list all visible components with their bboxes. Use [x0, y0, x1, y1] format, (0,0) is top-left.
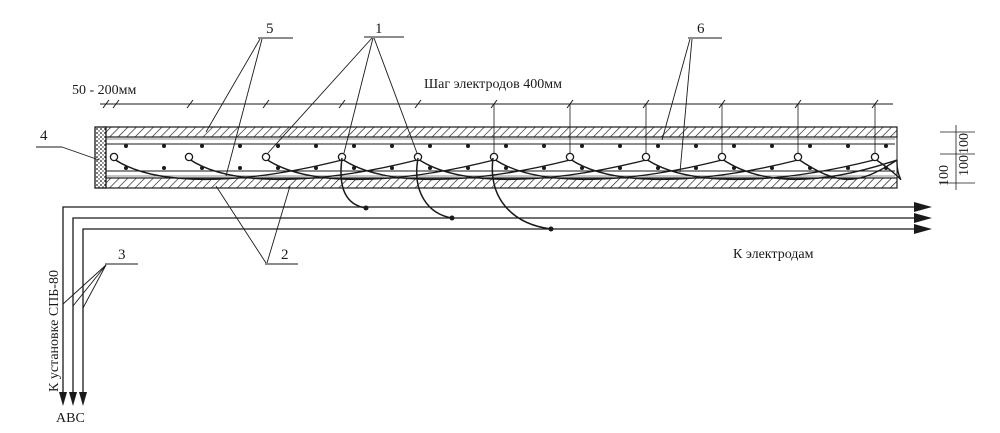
rebar-dot: [542, 166, 546, 170]
callout-4-number: 4: [40, 128, 48, 144]
rebar-dot: [656, 144, 660, 148]
electrode-loop: [874, 158, 902, 181]
electrode-loop: [797, 158, 898, 180]
callout-6-leaders: [661, 38, 693, 173]
rebar-dot: [694, 144, 698, 148]
dimension-label-2: 100: [957, 155, 972, 176]
electrode-heads: [109, 152, 880, 162]
wire-arrowheads-right: [914, 202, 932, 234]
feed-wires: [62, 206, 920, 395]
rebar-dot: [162, 166, 166, 170]
rebar-dot: [846, 144, 850, 148]
electrode-loop: [645, 158, 875, 181]
rebar-dot: [884, 144, 888, 148]
electrode-head: [565, 152, 575, 162]
dimension-tick: [262, 99, 270, 109]
dimension-label-3: 100: [937, 165, 952, 186]
rebar-dot: [504, 144, 508, 148]
electrode-head: [717, 152, 727, 162]
electrode-head: [641, 152, 651, 162]
rebar-dot: [314, 166, 318, 170]
electrode-leader-lines: [493, 104, 876, 153]
vertical-dimension: [940, 125, 975, 190]
rebar-dot: [238, 166, 242, 170]
rebar-dot: [314, 144, 318, 148]
callout-1-leaders: [267, 37, 418, 154]
rebar-dot: [390, 144, 394, 148]
rebar-dot: [352, 166, 356, 170]
electrode-loop: [341, 158, 571, 181]
rebar-dot: [542, 144, 546, 148]
rebar-dot: [428, 144, 432, 148]
electrode-loops: [113, 158, 902, 181]
rebar-dot: [390, 166, 394, 170]
electrode-loop: [265, 158, 495, 181]
callout-5-leaders: [205, 38, 263, 177]
callout-4-leader: [61, 146, 100, 161]
rebar-dot: [466, 144, 470, 148]
rebar-dots: [124, 144, 888, 170]
rebar-dot: [124, 144, 128, 148]
rebar-dot: [504, 166, 508, 170]
rebar-dot: [276, 144, 280, 148]
electrode-loop: [188, 158, 418, 181]
rebar-dot: [580, 144, 584, 148]
rebar-dot: [238, 144, 242, 148]
dimension-tick: [338, 99, 346, 109]
rebar-dot: [124, 166, 128, 170]
electrode-loop: [493, 158, 723, 181]
callout-1-number: 1: [375, 21, 383, 37]
electrode-head: [261, 152, 271, 162]
callout-3-number: 3: [118, 247, 126, 263]
rebar-dot: [466, 166, 470, 170]
rebar-dot: [580, 166, 584, 170]
callout-5-number: 5: [266, 21, 274, 37]
formwork-top: [104, 126, 898, 138]
electrode-head: [184, 152, 194, 162]
rebar-dot: [618, 144, 622, 148]
electrode-head: [870, 152, 880, 162]
callout-6-number: 6: [697, 21, 705, 37]
dimension-tick: [112, 99, 120, 109]
rebar-dot: [770, 144, 774, 148]
wire-arrowheads-down: [59, 392, 87, 406]
electrode-loop: [113, 158, 343, 181]
electrode-head: [489, 152, 499, 162]
rebar-dot: [846, 166, 850, 170]
to-installation-label: К установке СПБ-80: [47, 270, 62, 392]
electrode-head: [793, 152, 803, 162]
rebar-dot: [352, 144, 356, 148]
electrode-loop: [417, 158, 647, 181]
rebar-dot: [808, 144, 812, 148]
rebar-dot: [694, 166, 698, 170]
rebar-dot: [200, 144, 204, 148]
rebar-dot: [618, 166, 622, 170]
rebar-dot: [770, 166, 774, 170]
rebar-dot: [656, 166, 660, 170]
dimension-label-1: 100: [957, 133, 972, 154]
rebar-dot: [428, 166, 432, 170]
callout-3-leaders: [62, 264, 107, 309]
dimension-tick: [186, 99, 194, 109]
electrode-loop: [721, 158, 898, 181]
electrode-head: [109, 152, 119, 162]
rebar-dot: [732, 144, 736, 148]
electrode-step-label: Шаг электродов 400мм: [424, 77, 562, 92]
phases-label: АВС: [56, 411, 85, 426]
rebar-dot: [276, 166, 280, 170]
formwork-end-insulation: [94, 126, 107, 189]
dimension-tick: [102, 99, 110, 109]
callout-2-number: 2: [281, 247, 289, 263]
to-electrodes-label: К электродам: [733, 247, 814, 262]
spacing-small-label: 50 - 200мм: [72, 83, 137, 98]
rebar-dot: [162, 144, 166, 148]
drop-wires: [340, 157, 554, 232]
electrode-loop: [569, 158, 799, 181]
dimension-tick: [414, 99, 422, 109]
callout-2-leaders: [215, 185, 291, 264]
